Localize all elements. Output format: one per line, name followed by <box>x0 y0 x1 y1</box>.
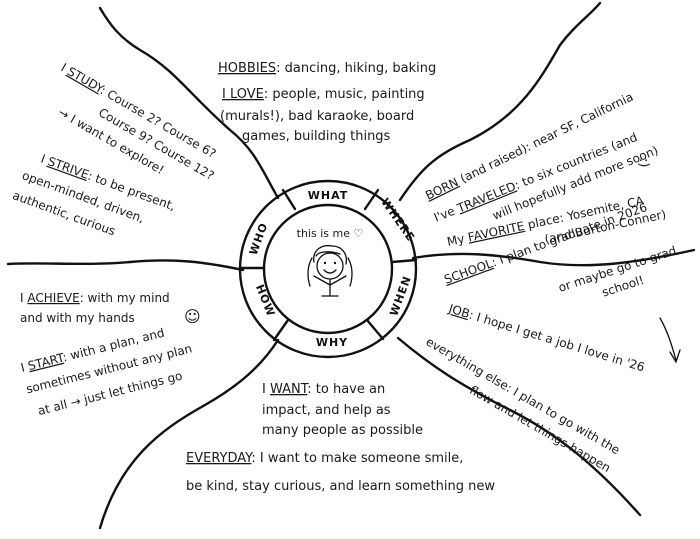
section-when-note: or maybe go to grad school! <box>557 243 679 299</box>
ring-label-why: WHY <box>316 336 348 349</box>
everyday-line-2: be kind, stay curious, and learn somethi… <box>186 479 495 494</box>
ring-divider-3 <box>390 258 418 264</box>
section-how: I ACHIEVE: with my mind and with my hand… <box>20 291 201 326</box>
ring-divider-5 <box>272 318 290 342</box>
branch-top-right <box>398 1 602 202</box>
hub: WHAT WHERE WHEN WHY HOW WHO this is me ♡ <box>238 179 418 359</box>
hub-inner-ring <box>262 203 394 335</box>
self-portrait-drawing <box>307 244 353 297</box>
study-line-1: I STUDY: Course 2? Course 6? <box>59 60 219 160</box>
want-line-2: impact, and help as <box>262 403 391 418</box>
section-who: I STUDY: Course 2? Course 6? Course 9? C… <box>56 60 219 182</box>
want-line-1: I WANT: to have an <box>262 382 385 397</box>
ring-label-how: HOW <box>253 283 278 319</box>
achieve-line-2: and with my hands <box>20 311 135 325</box>
branch-right <box>411 248 696 267</box>
love-line-1: I LOVE: people, music, painting <box>222 87 425 102</box>
want-line-3: many people as possible <box>262 423 423 438</box>
branch-bottom-left <box>98 338 280 530</box>
section-why: I WANT: to have an impact, and help as m… <box>186 382 495 494</box>
section-what: HOBBIES: dancing, hiking, baking I LOVE:… <box>218 61 436 144</box>
ring-divider-1 <box>281 188 297 211</box>
everyday-line-1: EVERYDAY: I want to make someone smile, <box>186 451 463 466</box>
how-smiley-icon: ☺ <box>184 307 201 326</box>
ring-divider-2 <box>363 188 380 211</box>
where-smiley: :) <box>636 158 651 167</box>
love-line-2: (murals!), bad karaoke, board <box>220 109 414 124</box>
section-how-start: I START: with a plan, and sometimes with… <box>19 326 193 418</box>
love-line-3: games, building things <box>242 129 391 144</box>
ring-divider-4 <box>365 318 385 341</box>
note-arrow <box>659 317 681 364</box>
branch-bottom-right <box>396 336 642 517</box>
branch-left <box>6 259 245 272</box>
branch-top-left <box>98 6 280 200</box>
branch-lines <box>6 1 696 530</box>
center-caption: this is me ♡ <box>297 227 364 240</box>
achieve-line-1: I ACHIEVE: with my mind <box>20 291 170 305</box>
ring-label-what: WHAT <box>308 189 349 202</box>
hobbies-line: HOBBIES: dancing, hiking, baking <box>218 61 436 76</box>
